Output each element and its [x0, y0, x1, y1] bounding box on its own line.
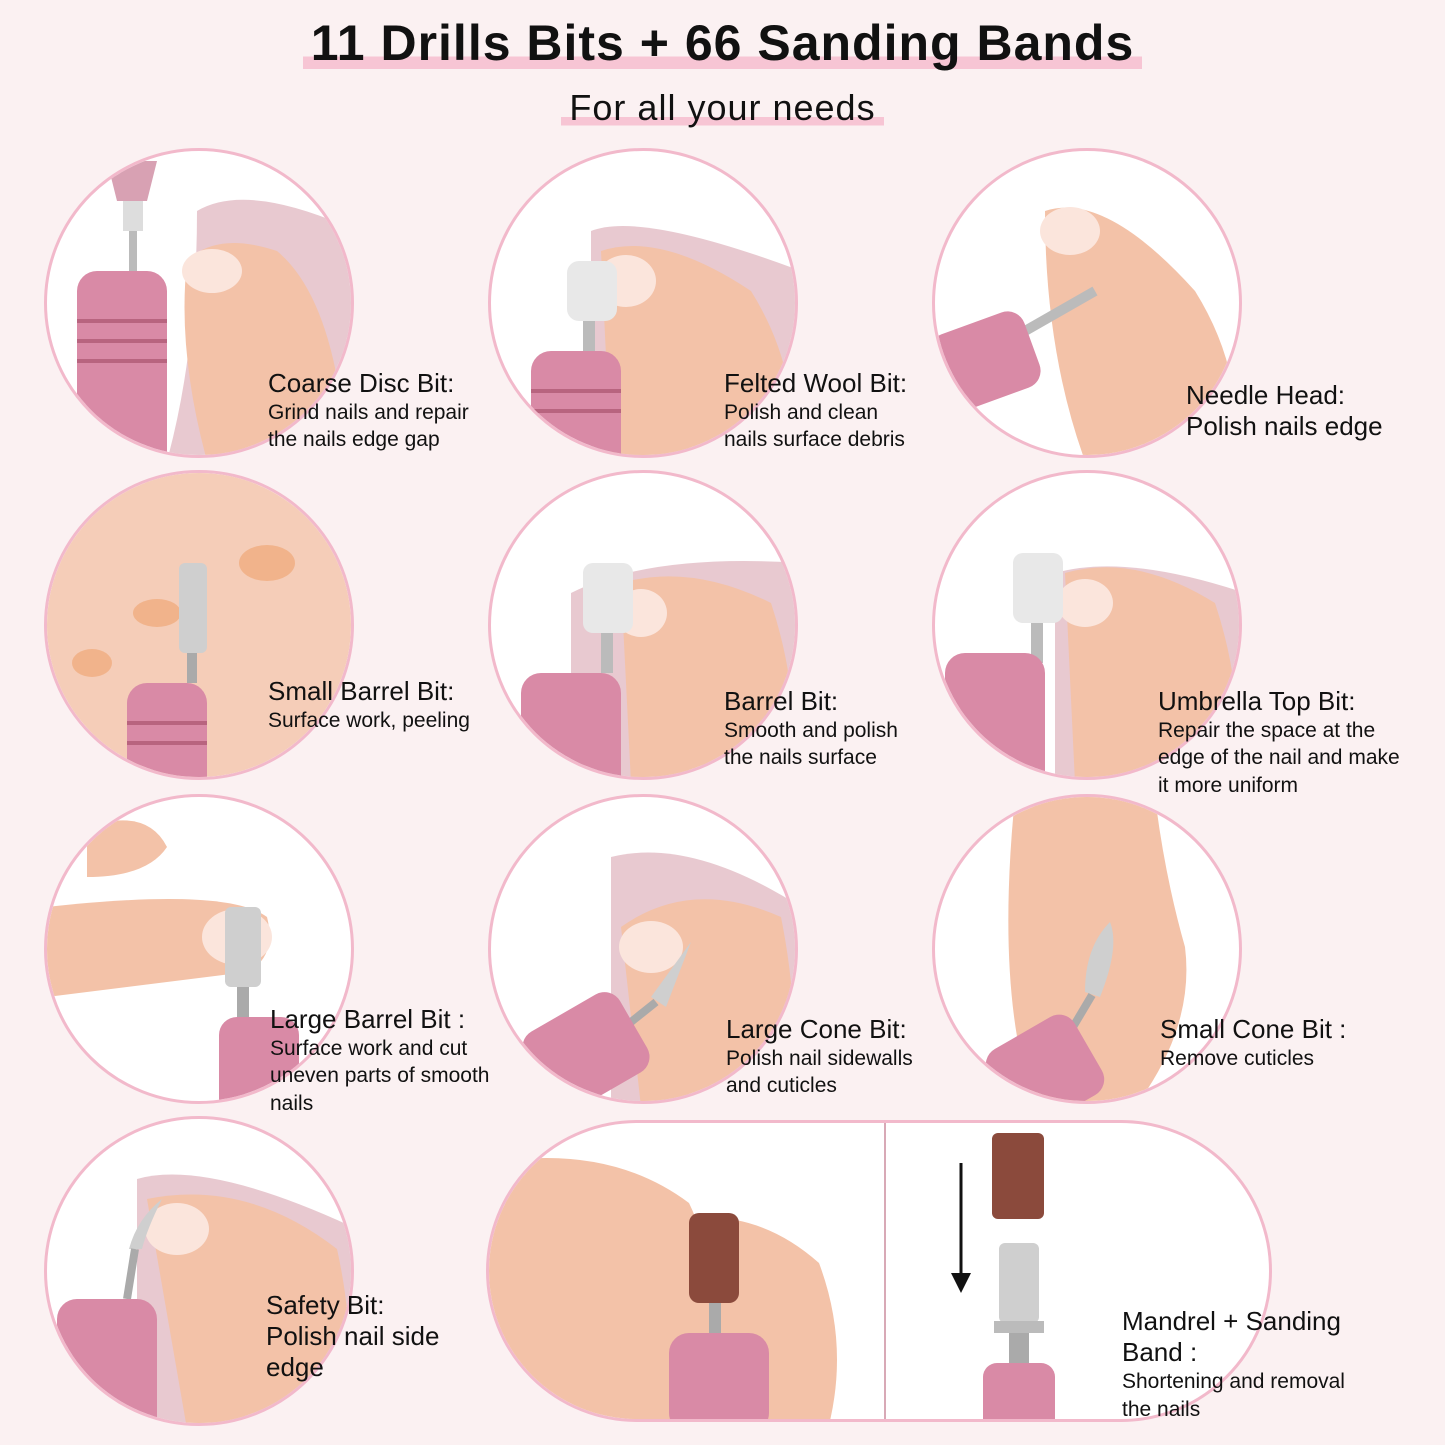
bit-label-mandrel-sanding-band: Mandrel + Sanding Band : Shortening and … [1122, 1306, 1382, 1423]
bit-label-safety: Safety Bit: Polish nail side edge [266, 1290, 439, 1384]
finger-drill-illustration [47, 820, 299, 1101]
bit-label-barrel: Barrel Bit: Smooth and polish the nails … [724, 686, 898, 772]
bit-title: Large Cone Bit: [726, 1014, 907, 1044]
bit-description: Surface work, peeling [268, 709, 470, 733]
finger-drill-illustration [77, 161, 351, 455]
bit-title: Umbrella Top Bit: [1158, 686, 1356, 716]
bit-title: Felted Wool Bit: [724, 368, 908, 398]
mandrel-illustration [489, 1133, 1055, 1419]
bit-description: Shortening and removal [1122, 1370, 1345, 1394]
finger-drill-illustration [521, 561, 795, 777]
bit-label-large-barrel: Large Barrel Bit : Surface work and cut … [270, 1004, 489, 1117]
large-cone-bit-image [488, 794, 798, 1104]
foot-drill-illustration [985, 797, 1187, 1101]
bit-title: Barrel Bit: [724, 686, 839, 716]
bit-description: it more uniform [1158, 773, 1299, 797]
finger-drill-illustration [935, 207, 1237, 455]
small-barrel-bit-image [44, 470, 354, 780]
umbrella-top-bit-image [932, 470, 1242, 780]
bit-description: nails surface debris [724, 428, 905, 452]
small-cone-bit-image [932, 794, 1242, 1104]
bit-label-felted-wool: Felted Wool Bit: Polish and clean nails … [724, 368, 907, 454]
bit-description: Polish nails edge [1186, 411, 1383, 442]
bit-label-small-barrel: Small Barrel Bit: Surface work, peeling [268, 676, 470, 734]
bit-description: Polish nail side [266, 1321, 440, 1352]
bit-description: nails [270, 1091, 314, 1115]
page-subtitle: For all your needs [561, 86, 884, 130]
bit-description: Smooth and polish [724, 719, 898, 743]
bit-description: the nails [1122, 1397, 1201, 1421]
bit-label-large-cone: Large Cone Bit: Polish nail sidewalls an… [726, 1014, 913, 1100]
bit-title: Coarse Disc Bit: [268, 368, 455, 398]
finger-drill-illustration [57, 1174, 351, 1423]
bit-description: and cuticles [726, 1074, 837, 1098]
mandrel-sanding-band-panel [486, 1120, 1272, 1422]
bit-description: Surface work and cut [270, 1037, 468, 1061]
bit-description: the nails surface [724, 746, 877, 770]
bit-description: the nails edge gap [268, 428, 440, 452]
needle-head-image [932, 148, 1242, 458]
panel-divider [884, 1123, 886, 1419]
foot-drill-illustration [47, 473, 351, 777]
bit-description: uneven parts of smooth [270, 1064, 490, 1088]
subtitle-container: For all your needs [0, 86, 1445, 130]
title-container: 11 Drills Bits + 66 Sanding Bands [0, 12, 1445, 74]
bit-description: Polish nail sidewalls [726, 1047, 913, 1071]
felted-wool-bit-image [488, 148, 798, 458]
bit-title: Large Barrel Bit : [270, 1004, 466, 1034]
bit-label-umbrella-top: Umbrella Top Bit: Repair the space at th… [1158, 686, 1400, 799]
finger-drill-illustration [531, 226, 795, 455]
bit-title: Small Barrel Bit: [268, 676, 455, 706]
finger-drill-illustration [522, 852, 795, 1101]
bit-title: Small Cone Bit : [1160, 1014, 1347, 1044]
bit-description: edge of the nail and make [1158, 746, 1400, 770]
bit-description: Remove cuticles [1160, 1047, 1315, 1071]
safety-bit-image [44, 1116, 354, 1426]
bit-title: Needle Head: [1186, 380, 1345, 410]
barrel-bit-image [488, 470, 798, 780]
bit-title: Safety Bit: [266, 1290, 385, 1320]
page-title: 11 Drills Bits + 66 Sanding Bands [302, 12, 1143, 74]
bit-description: Polish and clean [724, 401, 879, 425]
bit-description: Grind nails and repair [268, 401, 469, 425]
bit-label-small-cone: Small Cone Bit : Remove cuticles [1160, 1014, 1346, 1072]
large-barrel-bit-image [44, 794, 354, 1104]
finger-drill-illustration [945, 553, 1239, 777]
bit-label-needle-head: Needle Head: Polish nails edge [1186, 380, 1383, 442]
coarse-disc-bit-image [44, 148, 354, 458]
bit-title: Mandrel + Sanding Band : [1122, 1306, 1341, 1368]
bit-description: Repair the space at the [1158, 719, 1376, 743]
bit-description: edge [266, 1352, 324, 1383]
bit-label-coarse-disc: Coarse Disc Bit: Grind nails and repair … [268, 368, 469, 454]
